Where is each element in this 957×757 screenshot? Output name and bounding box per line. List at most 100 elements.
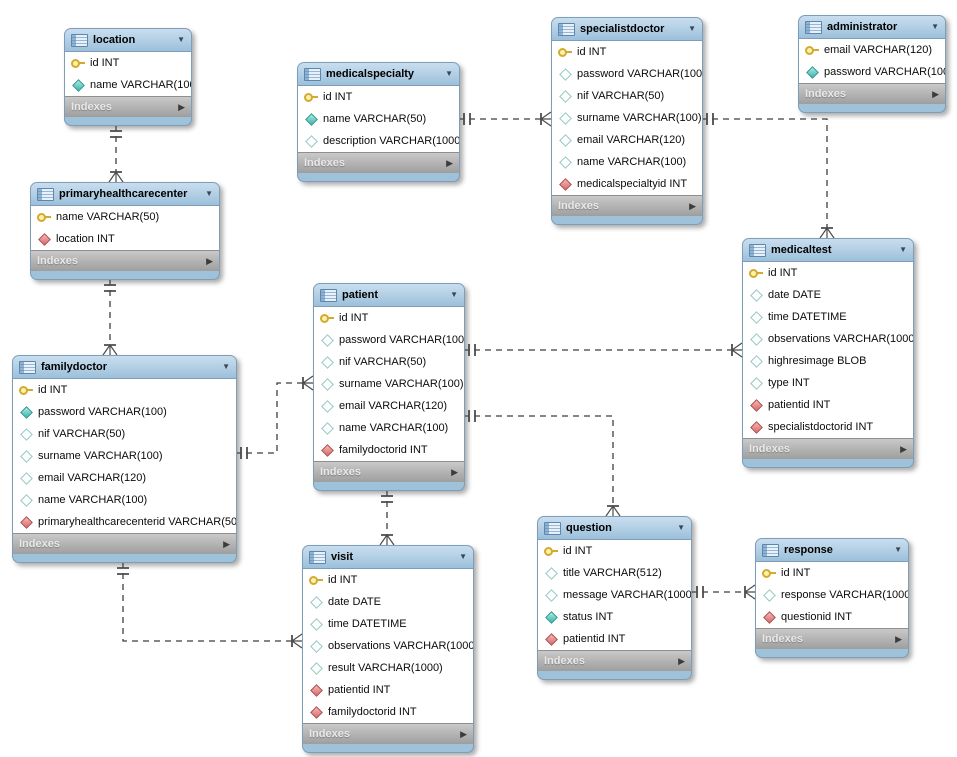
column-row: id INT bbox=[13, 379, 236, 401]
table-familydoctor[interactable]: familydoctor ▼ id INT password VARCHAR(1… bbox=[12, 355, 237, 563]
column-row: type INT bbox=[743, 372, 913, 394]
table-title: patient bbox=[342, 289, 379, 301]
diamond-fk-icon bbox=[544, 632, 559, 646]
indexes-footer[interactable]: Indexes▶ bbox=[298, 152, 459, 173]
table-icon bbox=[762, 543, 779, 557]
table-visit[interactable]: visit ▼ id INT date DATE time DATETIME o… bbox=[302, 545, 474, 753]
expand-arrow-icon: ▶ bbox=[206, 255, 213, 266]
collapse-arrow-icon[interactable]: ▼ bbox=[677, 523, 685, 532]
collapse-arrow-icon[interactable]: ▼ bbox=[450, 290, 458, 299]
collapse-arrow-icon[interactable]: ▼ bbox=[688, 24, 696, 33]
indexes-footer[interactable]: Indexes▶ bbox=[538, 650, 691, 671]
indexes-footer[interactable]: Indexes▶ bbox=[13, 533, 236, 554]
column-text: message VARCHAR(1000) bbox=[563, 589, 692, 601]
column-row: message VARCHAR(1000) bbox=[538, 584, 691, 606]
table-title: response bbox=[784, 544, 833, 556]
indexes-footer[interactable]: Indexes▶ bbox=[799, 83, 945, 104]
diamond-fk-icon bbox=[19, 515, 34, 529]
relationship-familydoctor-visit[interactable] bbox=[117, 562, 303, 649]
table-question[interactable]: question ▼ id INT title VARCHAR(512) mes… bbox=[537, 516, 692, 680]
table-header[interactable]: medicalspecialty ▼ bbox=[298, 63, 459, 86]
column-row: nif VARCHAR(50) bbox=[314, 351, 464, 373]
column-text: name VARCHAR(100) bbox=[90, 79, 192, 91]
expand-arrow-icon: ▶ bbox=[446, 157, 453, 168]
column-text: familydoctorid INT bbox=[328, 706, 417, 718]
relationship-patient-medicaltest[interactable] bbox=[463, 342, 743, 358]
table-icon bbox=[19, 360, 36, 374]
column-text: questionid INT bbox=[781, 611, 852, 623]
collapse-arrow-icon[interactable]: ▼ bbox=[894, 545, 902, 554]
indexes-footer[interactable]: Indexes▶ bbox=[303, 723, 473, 744]
column-text: highresimage BLOB bbox=[768, 355, 867, 367]
column-row: description VARCHAR(1000) bbox=[298, 130, 459, 152]
diamond-open-icon bbox=[320, 355, 335, 369]
relationship-primaryhealthcarecenter-familydoctor[interactable] bbox=[102, 279, 118, 356]
relationship-patient-question[interactable] bbox=[463, 410, 621, 517]
indexes-footer[interactable]: Indexes ▶ bbox=[31, 250, 219, 271]
relationship-medicalspecialty-specialistdoctor[interactable] bbox=[458, 111, 552, 127]
column-row: date DATE bbox=[743, 284, 913, 306]
table-header[interactable]: administrator ▼ bbox=[799, 16, 945, 39]
table-header[interactable]: visit ▼ bbox=[303, 546, 473, 569]
collapse-arrow-icon[interactable]: ▼ bbox=[205, 189, 213, 198]
table-location[interactable]: location ▼ id INT name VARCHAR(100) Inde… bbox=[64, 28, 192, 126]
expand-arrow-icon: ▶ bbox=[689, 200, 696, 211]
indexes-footer[interactable]: Indexes▶ bbox=[552, 195, 702, 216]
column-row: id INT bbox=[538, 540, 691, 562]
table-header[interactable]: response ▼ bbox=[756, 539, 908, 562]
column-row: name VARCHAR(50) bbox=[31, 206, 219, 228]
table-header[interactable]: familydoctor ▼ bbox=[13, 356, 236, 379]
indexes-footer[interactable]: Indexes▶ bbox=[756, 628, 908, 649]
column-row: name VARCHAR(100) bbox=[65, 74, 191, 96]
table-header[interactable]: location ▼ bbox=[65, 29, 191, 52]
column-row: date DATE bbox=[303, 591, 473, 613]
column-row: password VARCHAR(100) bbox=[552, 63, 702, 85]
collapse-arrow-icon[interactable]: ▼ bbox=[931, 22, 939, 31]
indexes-footer[interactable]: Indexes▶ bbox=[314, 461, 464, 482]
table-response[interactable]: response ▼ id INT response VARCHAR(1000)… bbox=[755, 538, 909, 658]
primary-key-icon bbox=[805, 43, 820, 57]
collapse-arrow-icon[interactable]: ▼ bbox=[177, 35, 185, 44]
collapse-arrow-icon[interactable]: ▼ bbox=[899, 245, 907, 254]
diamond-open-icon bbox=[320, 333, 335, 347]
primary-key-icon bbox=[304, 90, 319, 104]
table-medicalspecialty[interactable]: medicalspecialty ▼ id INT name VARCHAR(5… bbox=[297, 62, 460, 182]
expand-arrow-icon: ▶ bbox=[932, 88, 939, 99]
column-text: status INT bbox=[563, 611, 614, 623]
table-header[interactable]: medicaltest ▼ bbox=[743, 239, 913, 262]
column-row: name VARCHAR(50) bbox=[298, 108, 459, 130]
table-administrator[interactable]: administrator ▼ email VARCHAR(120) passw… bbox=[798, 15, 946, 113]
collapse-arrow-icon[interactable]: ▼ bbox=[222, 362, 230, 371]
table-patient[interactable]: patient ▼ id INT password VARCHAR(100) n… bbox=[313, 283, 465, 491]
relationship-question-response[interactable] bbox=[691, 584, 756, 600]
diamond-open-icon bbox=[749, 310, 764, 324]
table-primaryhealthcarecenter[interactable]: primaryhealthcarecenter ▼ name VARCHAR(5… bbox=[30, 182, 220, 280]
diamond-fk-icon bbox=[309, 705, 324, 719]
column-text: familydoctorid INT bbox=[339, 444, 428, 456]
table-title: medicalspecialty bbox=[326, 68, 415, 80]
indexes-label: Indexes bbox=[37, 255, 78, 267]
table-header[interactable]: specialistdoctor ▼ bbox=[552, 18, 702, 41]
table-header[interactable]: primaryhealthcarecenter ▼ bbox=[31, 183, 219, 206]
diamond-fk-icon bbox=[558, 177, 573, 191]
indexes-footer[interactable]: Indexes▶ bbox=[65, 96, 191, 117]
expand-arrow-icon: ▶ bbox=[460, 728, 467, 739]
table-specialistdoctor[interactable]: specialistdoctor ▼ id INT password VARCH… bbox=[551, 17, 703, 225]
collapse-arrow-icon[interactable]: ▼ bbox=[445, 69, 453, 78]
table-header[interactable]: patient ▼ bbox=[314, 284, 464, 307]
collapse-arrow-icon[interactable]: ▼ bbox=[459, 552, 467, 561]
indexes-footer[interactable]: Indexes▶ bbox=[743, 438, 913, 459]
table-header[interactable]: question ▼ bbox=[538, 517, 691, 540]
diamond-open-icon bbox=[762, 588, 777, 602]
table-title: primaryhealthcarecenter bbox=[59, 188, 188, 200]
relationship-patient-visit[interactable] bbox=[379, 490, 395, 546]
table-medicaltest[interactable]: medicaltest ▼ id INT date DATE time DATE… bbox=[742, 238, 914, 468]
relationship-familydoctor-patient[interactable] bbox=[235, 375, 314, 459]
relationship-location-primaryhealthcarecenter[interactable] bbox=[108, 125, 124, 183]
column-row: id INT bbox=[756, 562, 908, 584]
diamond-open-icon bbox=[19, 449, 34, 463]
relationship-specialistdoctor-medicaltest[interactable] bbox=[701, 113, 835, 239]
column-row: result VARCHAR(1000) bbox=[303, 657, 473, 679]
column-row: password VARCHAR(100) bbox=[314, 329, 464, 351]
